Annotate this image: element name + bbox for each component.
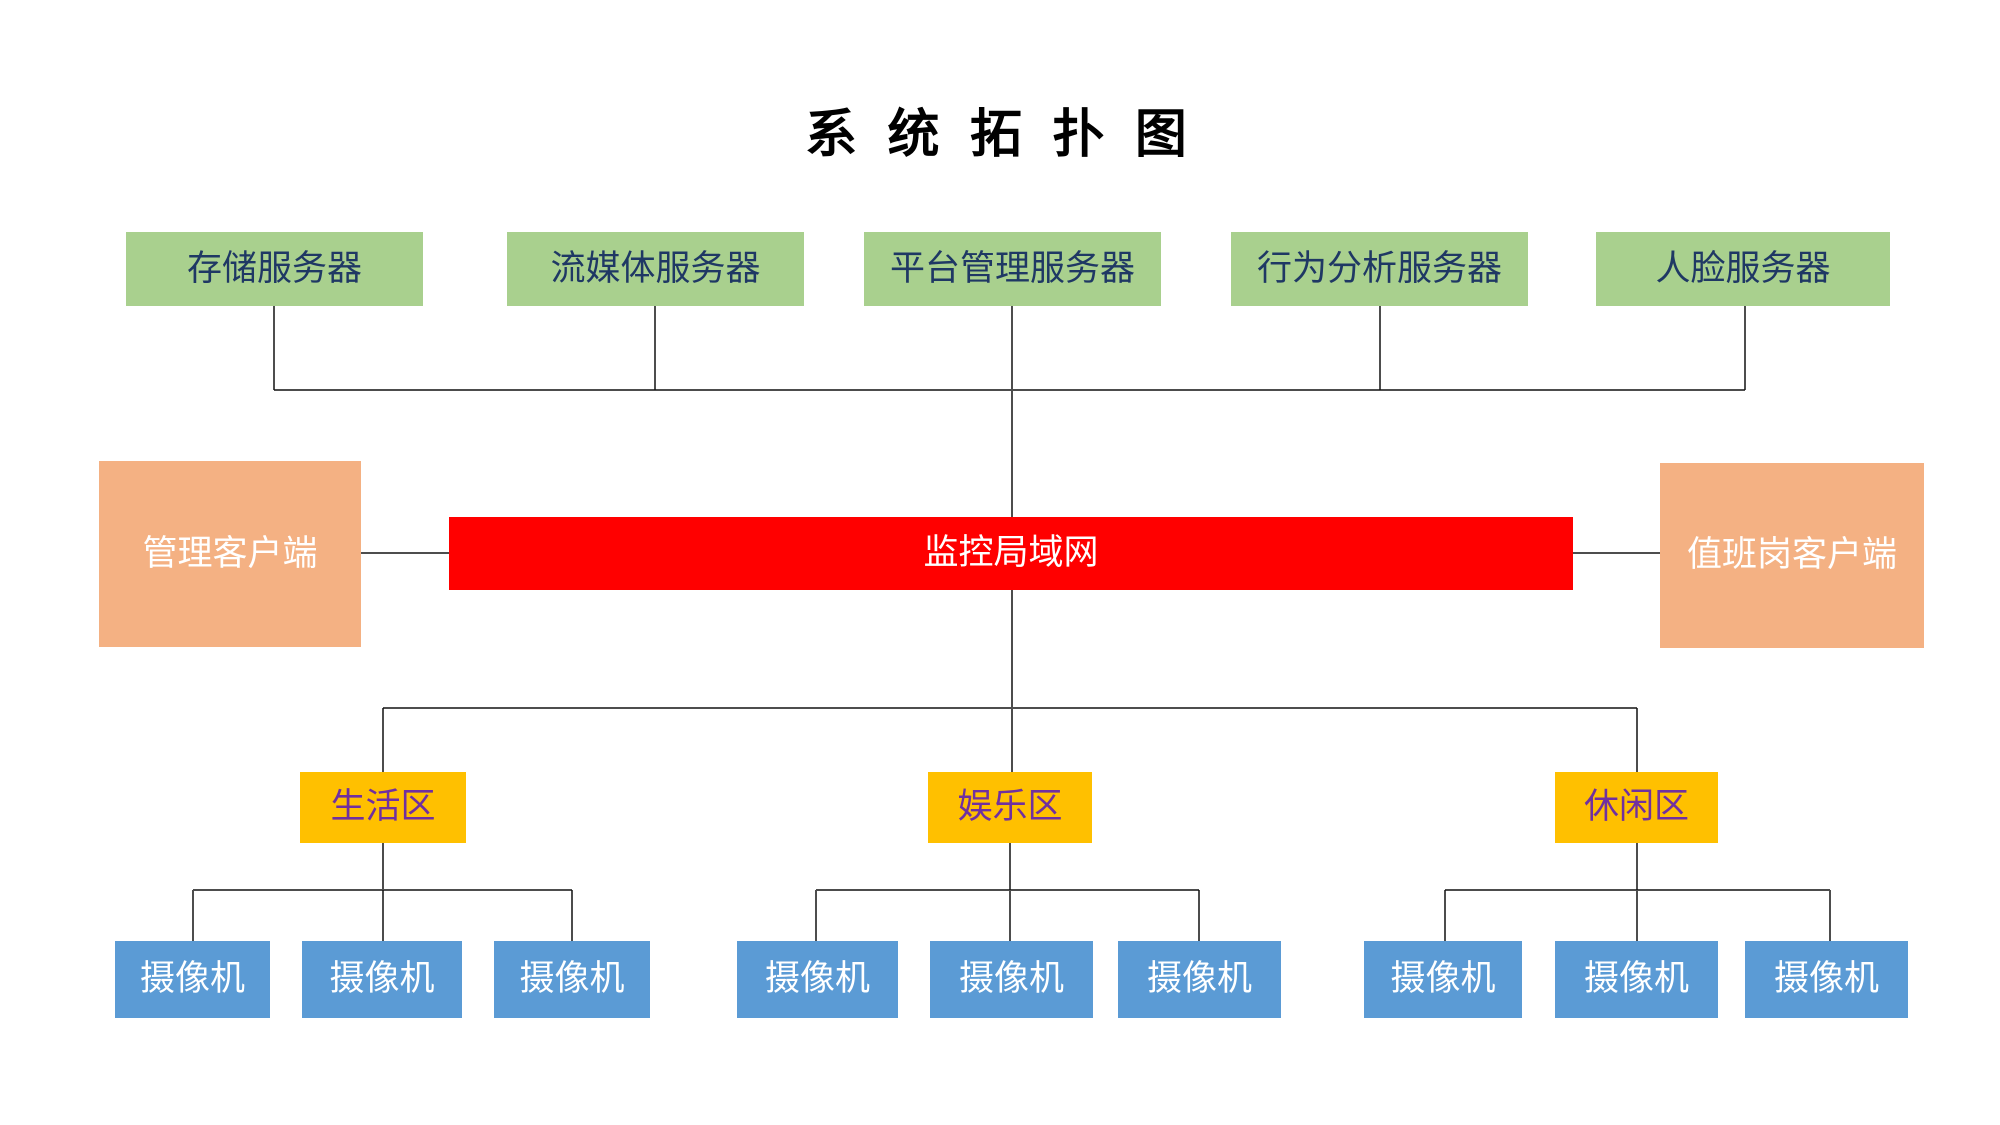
camera-node: 摄像机 (115, 941, 270, 1018)
server-node-storage: 存储服务器 (126, 232, 423, 306)
client-node-management: 管理客户端 (99, 461, 361, 647)
camera-node: 摄像机 (737, 941, 898, 1018)
zone-node-entertainment: 娱乐区 (928, 772, 1092, 843)
server-node-streaming: 流媒体服务器 (507, 232, 804, 306)
camera-node: 摄像机 (1118, 941, 1281, 1018)
camera-node: 摄像机 (1745, 941, 1908, 1018)
camera-node: 摄像机 (494, 941, 650, 1018)
server-node-platform: 平台管理服务器 (864, 232, 1161, 306)
zone-node-living: 生活区 (300, 772, 466, 843)
camera-node: 摄像机 (1364, 941, 1522, 1018)
camera-node: 摄像机 (302, 941, 462, 1018)
server-node-behavior: 行为分析服务器 (1231, 232, 1528, 306)
network-bus-lan: 监控局域网 (449, 517, 1573, 590)
client-node-duty-post: 值班岗客户端 (1660, 463, 1924, 648)
zone-node-leisure: 休闲区 (1555, 772, 1718, 843)
camera-node: 摄像机 (930, 941, 1093, 1018)
page-title: 系 统 拓 扑 图 (805, 106, 1195, 164)
camera-node: 摄像机 (1555, 941, 1718, 1018)
server-node-face: 人脸服务器 (1596, 232, 1890, 306)
